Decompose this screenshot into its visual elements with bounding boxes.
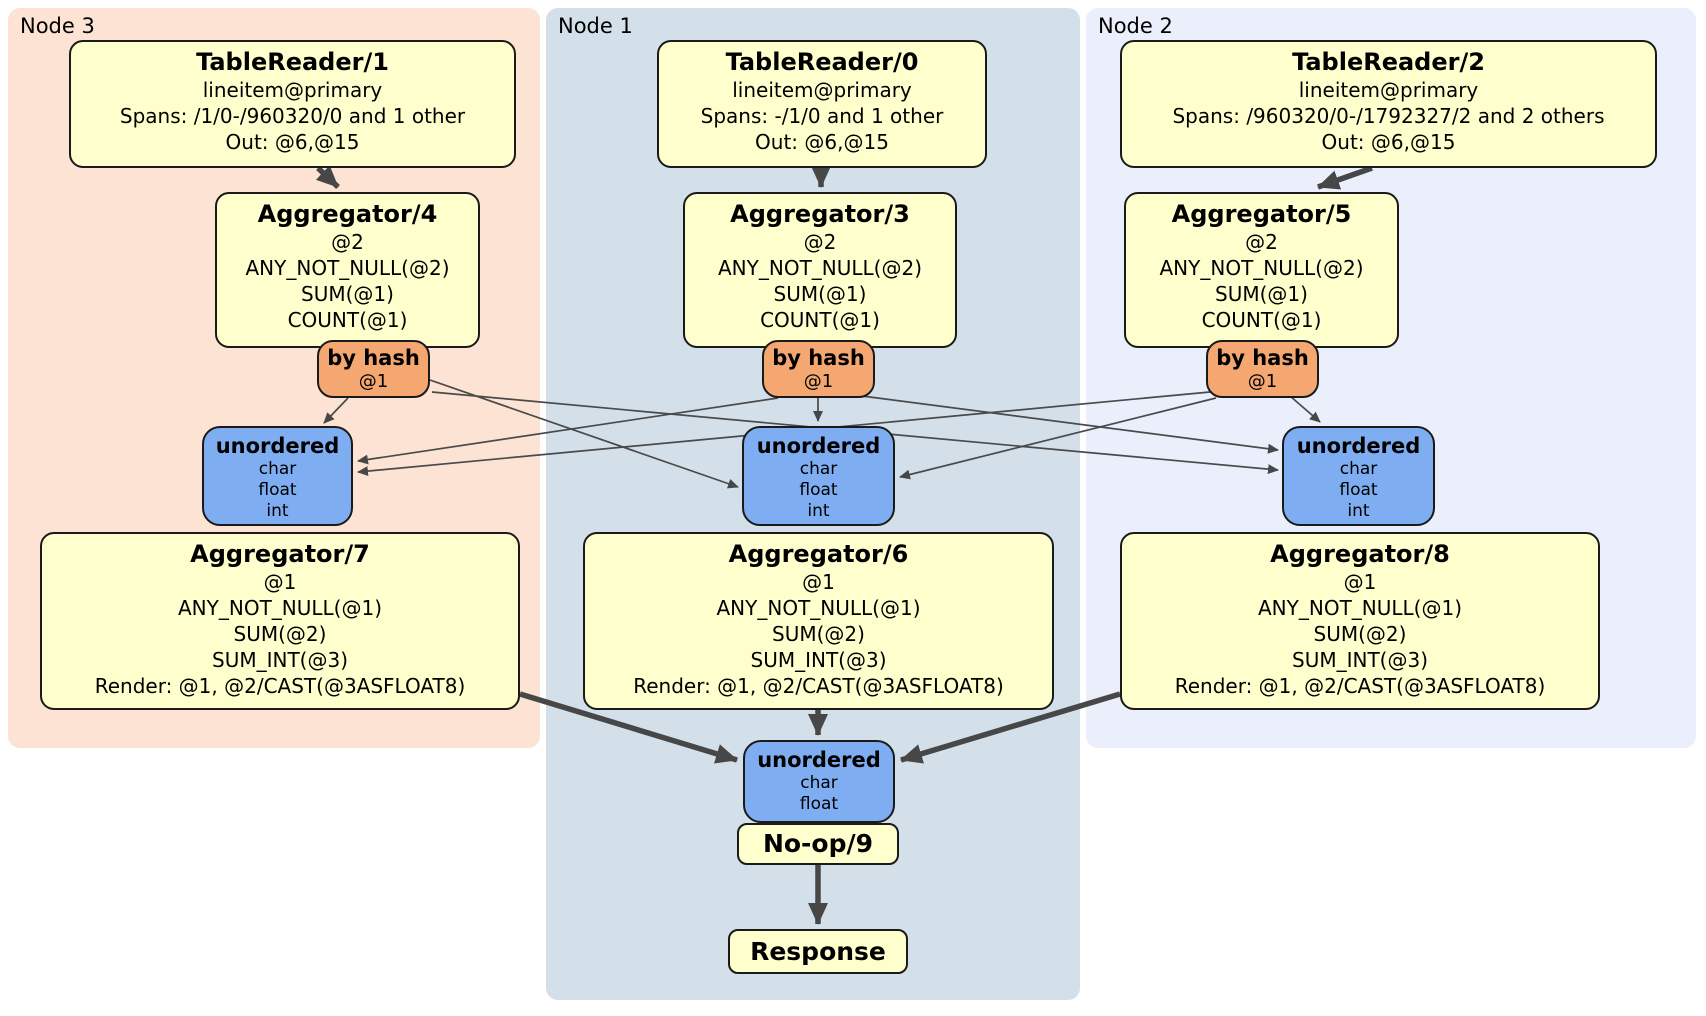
sync-type: char xyxy=(258,459,297,479)
sync-label: unordered xyxy=(757,748,881,772)
processor-detail: SUM(@2) xyxy=(772,622,865,646)
processor-title: Aggregator/7 xyxy=(190,540,370,568)
router-detail: @1 xyxy=(358,371,389,392)
hash-router-node1: by hash @1 xyxy=(762,340,875,398)
sync-type: int xyxy=(266,501,289,521)
aggregator-5-box: Aggregator/5 @2 ANY_NOT_NULL(@2) SUM(@1)… xyxy=(1124,192,1399,348)
processor-detail: @2 xyxy=(1245,230,1278,254)
hash-router-node2: by hash @1 xyxy=(1206,340,1319,398)
processor-detail: SUM(@1) xyxy=(773,282,867,306)
sync-label: unordered xyxy=(215,434,340,458)
sync-type: char xyxy=(799,459,838,479)
router-label: by hash xyxy=(1216,346,1309,370)
node1-label: Node 1 xyxy=(558,14,633,38)
processor-detail: @1 xyxy=(263,570,297,594)
processor-detail: SUM(@2) xyxy=(1313,622,1407,646)
router-detail: @1 xyxy=(1247,371,1278,392)
node3-label: Node 3 xyxy=(20,14,95,38)
processor-detail: Spans: /1/0-/960320/0 and 1 other xyxy=(119,104,466,128)
processor-title: Aggregator/4 xyxy=(257,200,438,228)
processor-title: TableReader/2 xyxy=(1292,48,1485,76)
aggregator-3-box: Aggregator/3 @2 ANY_NOT_NULL(@2) SUM(@1)… xyxy=(683,192,957,348)
tablereader-2-box: TableReader/2 lineitem@primary Spans: /9… xyxy=(1120,40,1657,168)
processor-detail: COUNT(@1) xyxy=(760,308,880,332)
aggregator-7-box: Aggregator/7 @1 ANY_NOT_NULL(@1) SUM(@2)… xyxy=(40,532,520,710)
aggregator-6-box: Aggregator/6 @1 ANY_NOT_NULL(@1) SUM(@2)… xyxy=(583,532,1054,710)
processor-title: Aggregator/5 xyxy=(1171,200,1352,228)
processor-detail: @1 xyxy=(1343,570,1377,594)
sync-type: float xyxy=(799,480,838,500)
processor-detail: Render: @1, @2/CAST(@3ASFLOAT8) xyxy=(1174,674,1546,698)
processor-title: TableReader/1 xyxy=(196,48,389,76)
processor-detail: Spans: -/1/0 and 1 other xyxy=(700,104,944,128)
unordered-sync-node2: unordered char float int xyxy=(1282,426,1435,526)
processor-detail: lineitem@primary xyxy=(732,78,912,102)
stream-lines xyxy=(323,379,1321,489)
processor-detail: Render: @1, @2/CAST(@3ASFLOAT8) xyxy=(633,674,1004,698)
processor-detail: ANY_NOT_NULL(@1) xyxy=(716,596,921,620)
noop-9-box: No-op/9 xyxy=(737,823,899,865)
sync-type: float xyxy=(258,480,297,500)
flow-arrows xyxy=(315,165,1373,925)
processor-detail: ANY_NOT_NULL(@2) xyxy=(1159,256,1364,280)
sync-label: unordered xyxy=(1296,434,1421,458)
processor-detail: ANY_NOT_NULL(@2) xyxy=(718,256,922,280)
router-detail: @1 xyxy=(803,371,834,392)
aggregator-8-box: Aggregator/8 @1 ANY_NOT_NULL(@1) SUM(@2)… xyxy=(1120,532,1600,710)
response-box: Response xyxy=(728,929,908,974)
processor-detail: ANY_NOT_NULL(@2) xyxy=(245,256,450,280)
processor-detail: @2 xyxy=(331,230,364,254)
processor-title: Aggregator/3 xyxy=(730,200,910,228)
processor-detail: SUM_INT(@3) xyxy=(750,648,887,672)
sync-type: int xyxy=(807,501,830,521)
router-label: by hash xyxy=(327,346,420,370)
processor-detail: lineitem@primary xyxy=(1298,78,1479,102)
processor-detail: Out: @6,@15 xyxy=(1321,130,1456,154)
processor-detail: COUNT(@1) xyxy=(1201,308,1322,332)
processor-detail: SUM_INT(@3) xyxy=(212,648,348,672)
aggregator-4-box: Aggregator/4 @2 ANY_NOT_NULL(@2) SUM(@1)… xyxy=(215,192,480,348)
processor-detail: Out: @6,@15 xyxy=(755,130,889,154)
processor-detail: ANY_NOT_NULL(@1) xyxy=(1258,596,1462,620)
sync-type: float xyxy=(1339,480,1378,500)
processor-detail: ANY_NOT_NULL(@1) xyxy=(178,596,382,620)
processor-detail: SUM(@1) xyxy=(1215,282,1308,306)
sync-type: char xyxy=(1339,459,1378,479)
processor-detail: Spans: /960320/0-/1792327/2 and 2 others xyxy=(1172,104,1605,128)
hash-router-node3: by hash @1 xyxy=(317,340,430,398)
sync-type: char xyxy=(800,773,838,793)
sync-label: unordered xyxy=(756,434,881,458)
node2-label: Node 2 xyxy=(1098,14,1173,38)
sync-type: float xyxy=(799,794,839,814)
processor-detail: SUM(@1) xyxy=(301,282,394,306)
unordered-sync-final: unordered char float xyxy=(743,740,895,823)
tablereader-1-box: TableReader/1 lineitem@primary Spans: /1… xyxy=(69,40,516,168)
tablereader-0-box: TableReader/0 lineitem@primary Spans: -/… xyxy=(657,40,987,168)
processor-title: TableReader/0 xyxy=(725,48,919,76)
processor-detail: SUM_INT(@3) xyxy=(1292,648,1428,672)
processor-detail: SUM(@2) xyxy=(233,622,327,646)
processor-detail: COUNT(@1) xyxy=(287,308,408,332)
processor-detail: Render: @1, @2/CAST(@3ASFLOAT8) xyxy=(94,674,466,698)
processor-title: Aggregator/6 xyxy=(728,540,909,568)
processor-detail: Out: @6,@15 xyxy=(225,130,360,154)
unordered-sync-node1: unordered char float int xyxy=(742,426,895,526)
sync-type: int xyxy=(1347,501,1370,521)
unordered-sync-node3: unordered char float int xyxy=(202,426,353,526)
processor-detail: @1 xyxy=(802,570,835,594)
processor-title: Aggregator/8 xyxy=(1270,540,1450,568)
processor-detail: @2 xyxy=(803,230,837,254)
router-label: by hash xyxy=(772,346,865,370)
processor-detail: lineitem@primary xyxy=(202,78,383,102)
